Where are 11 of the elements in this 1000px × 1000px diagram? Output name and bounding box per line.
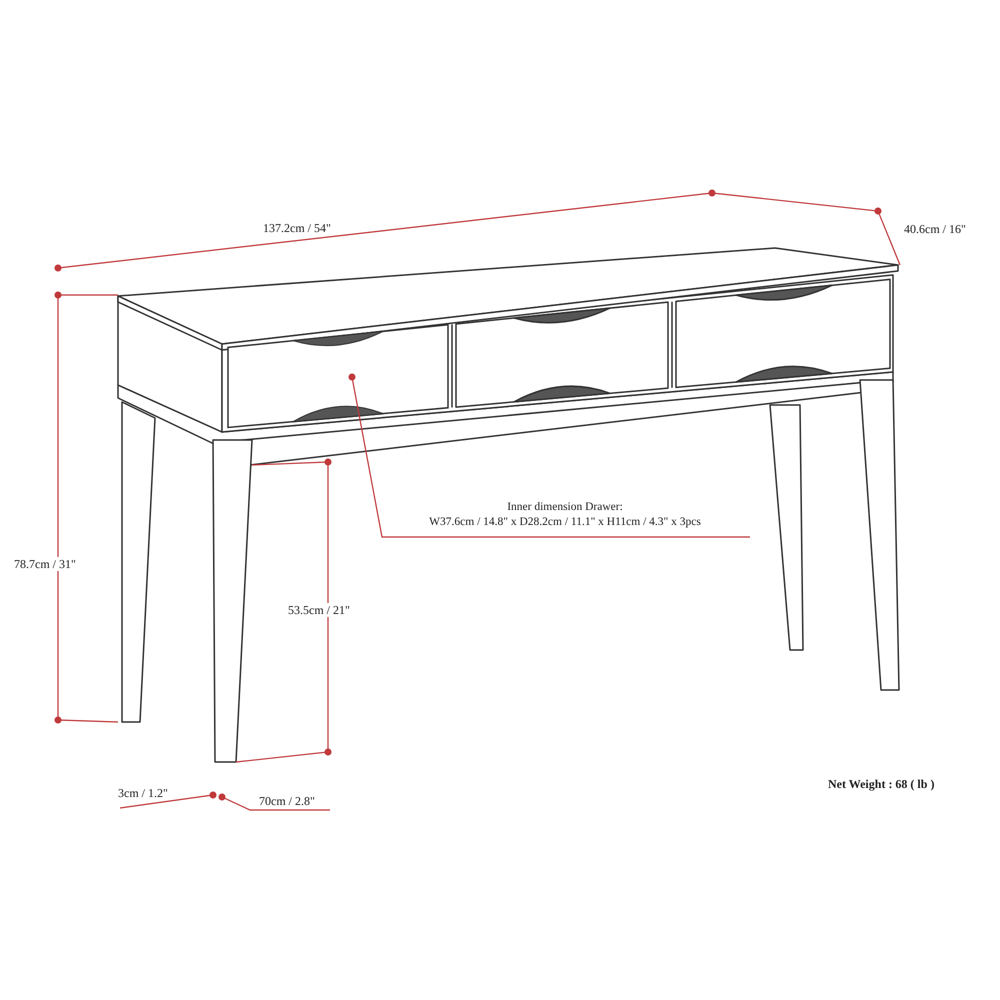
drawer-front (227, 324, 449, 428)
dimension-label: 3cm / 1.2" (118, 786, 168, 800)
callout-text: W37.6cm / 14.8" x D28.2cm / 11.1" x H11cm / 4.3" x 3pcs (428, 515, 702, 530)
dimension-label: 78.7cm / 31" (14, 557, 76, 571)
leader-line (348, 374, 750, 538)
dimension-label: 137.2cm / 54" (263, 221, 331, 235)
weight-note: Net Weight : 68 ( lb ) (828, 777, 934, 791)
callout-heading: Inner dimension Drawer: (506, 500, 624, 515)
dimension-label: 53.5cm / 21" (288, 603, 350, 617)
dimension-label: 70cm / 2.8" (259, 794, 315, 808)
dimension-label: 40.6cm / 16" (904, 222, 966, 236)
